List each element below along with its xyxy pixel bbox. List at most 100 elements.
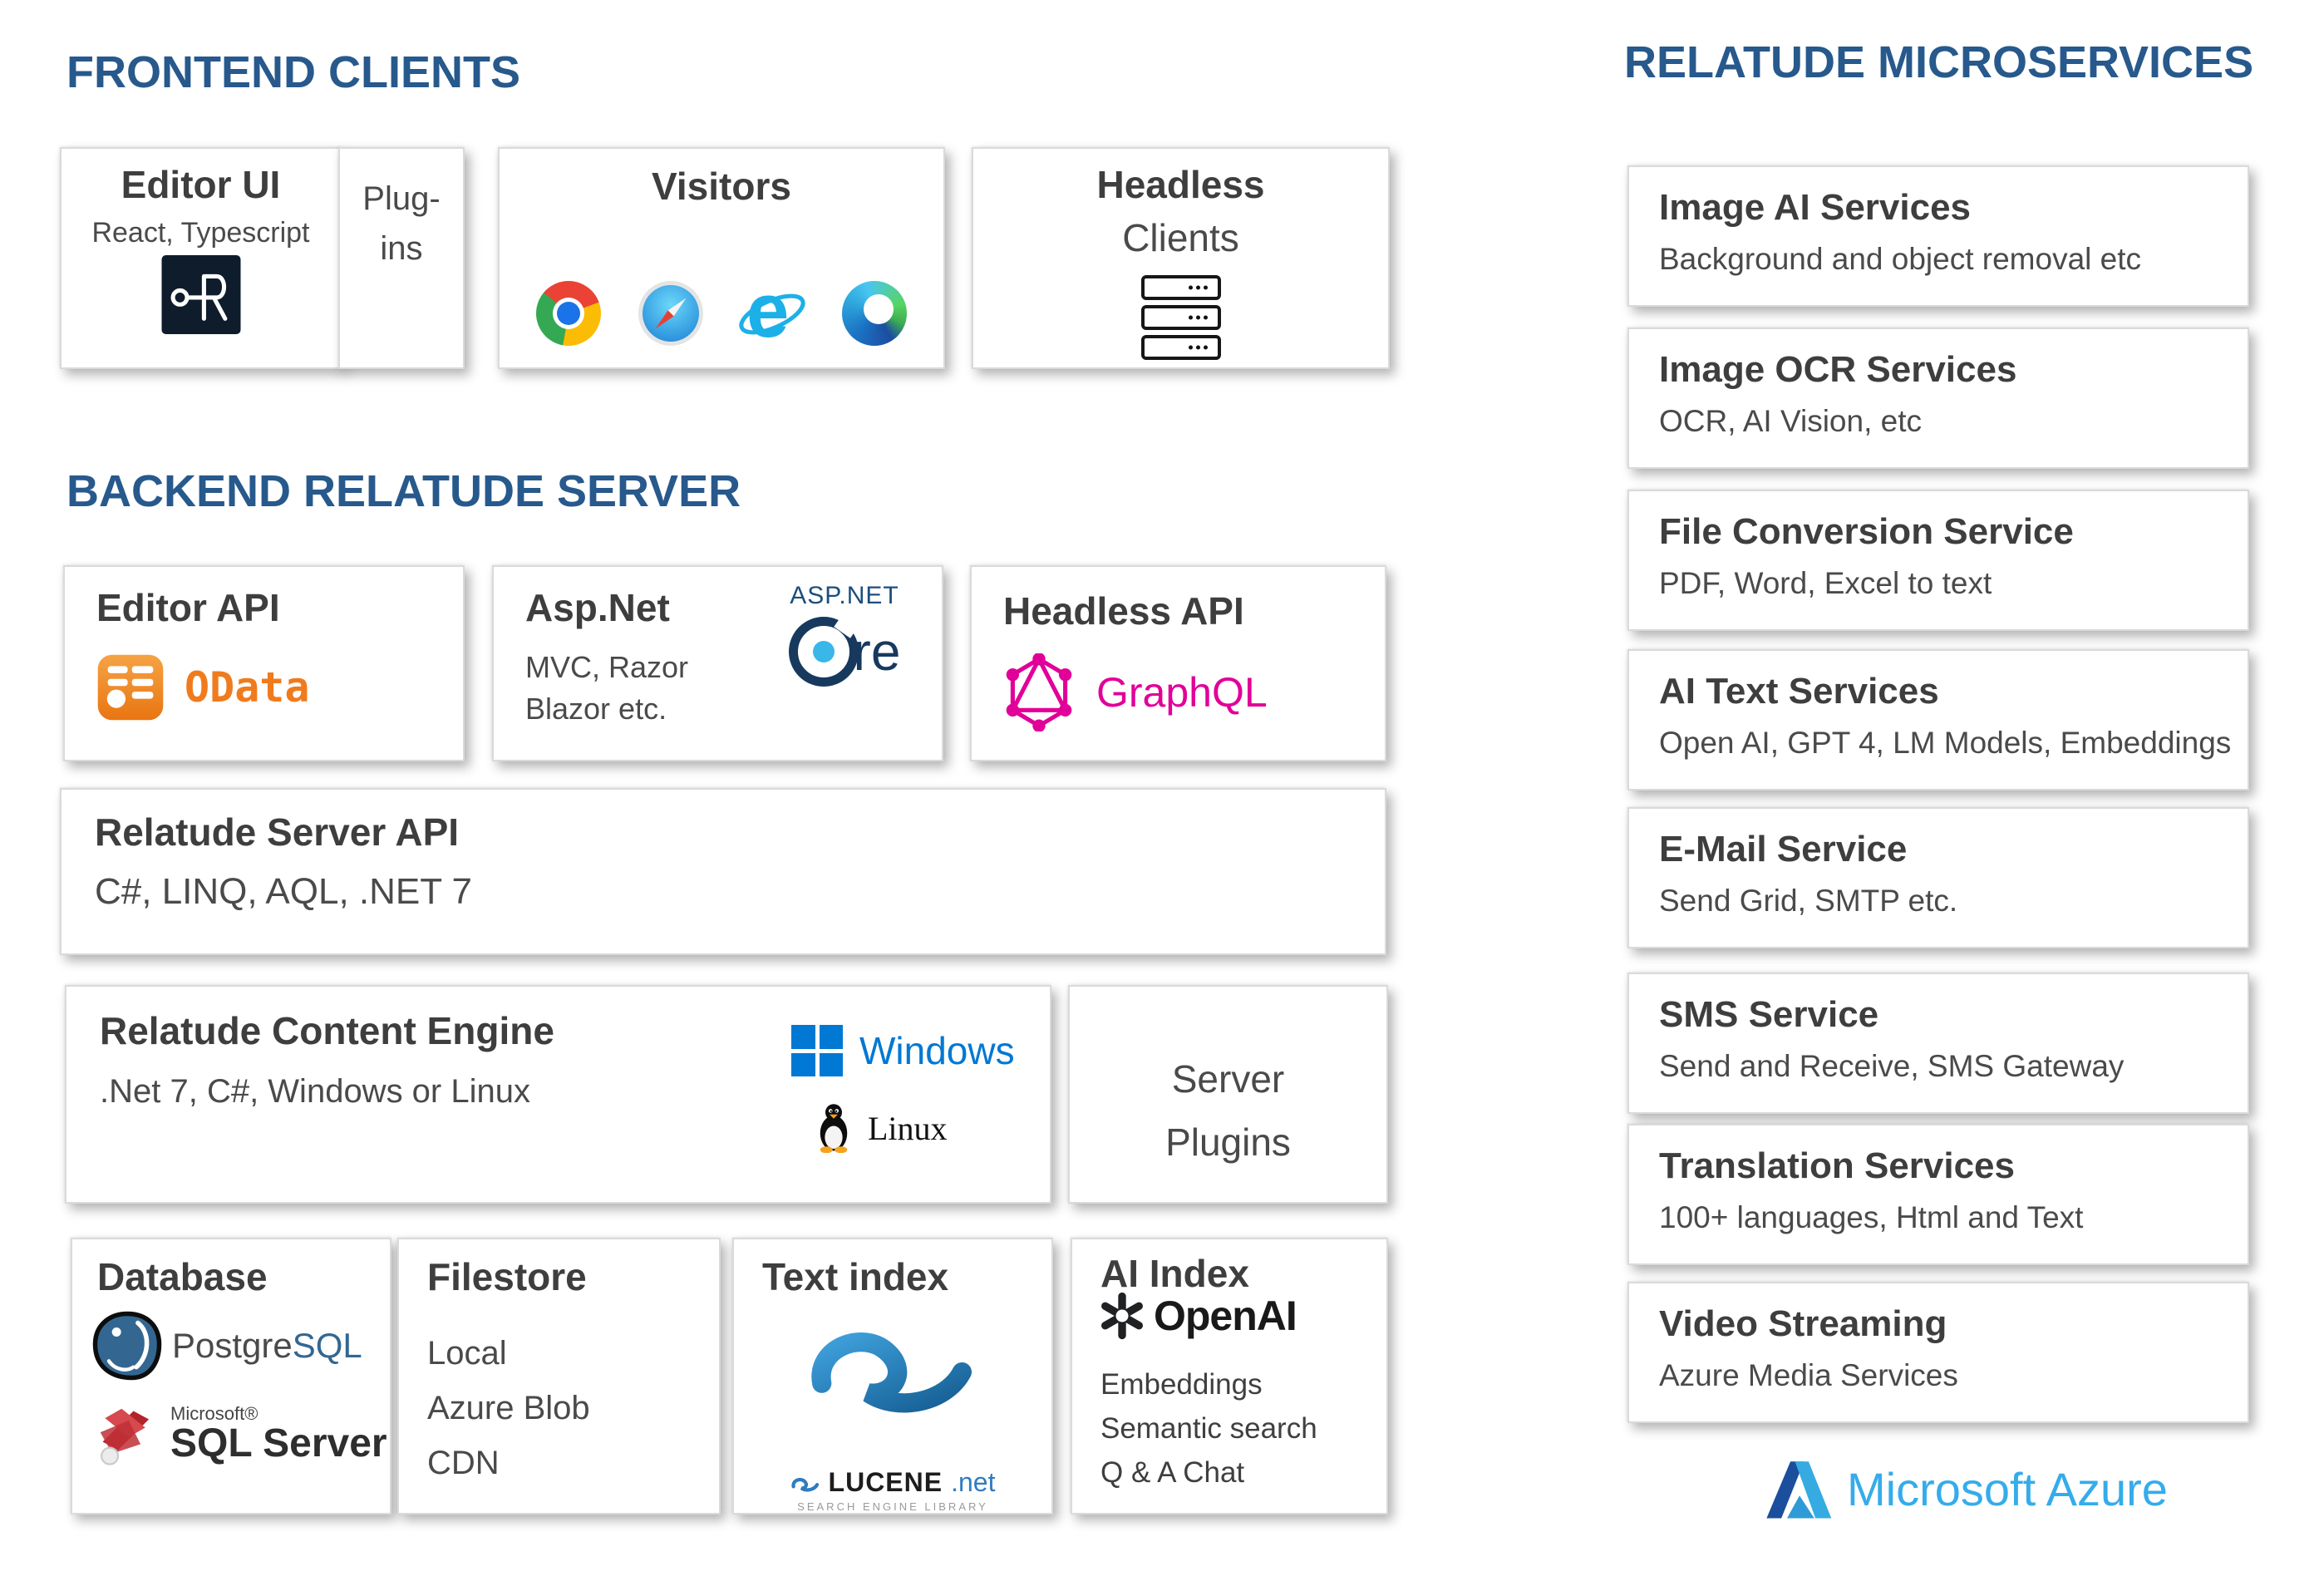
postgres-label-prefix: Postgre [172, 1326, 293, 1365]
ai-index-features: Embeddings Semantic search Q & A Chat [1100, 1362, 1317, 1495]
server-plugins-line2: Plugins [1165, 1120, 1291, 1164]
core-c-icon [788, 617, 859, 687]
visitors-box: Visitors [498, 147, 945, 369]
plugins-box: Plug- ins [338, 147, 465, 369]
server-api-subtitle: C#, LINQ, AQL, .NET 7 [95, 871, 473, 912]
graphql-label: GraphQL [1096, 669, 1268, 716]
editor-ui-title: Editor UI [121, 163, 281, 206]
edge-icon [841, 281, 907, 346]
lucene-tagline: SEARCH ENGINE LIBRARY [797, 1500, 988, 1513]
plugins-label: Plug- ins [340, 174, 463, 273]
windows-icon [791, 1025, 843, 1076]
headless-api-box: Headless API GraphQL [970, 565, 1386, 761]
microservice-title: E-Mail Service [1659, 829, 1908, 869]
text-index-title: Text index [762, 1255, 949, 1298]
safari-icon [638, 281, 703, 346]
windows-logo: Windows [791, 1025, 1015, 1076]
microservice-subtitle: OCR, AI Vision, etc [1659, 404, 1922, 438]
editor-ui-box: Editor UI React, Typescript [60, 147, 342, 369]
lucene-net-suffix: .net [951, 1467, 996, 1497]
internet-explorer-icon [739, 268, 805, 355]
headless-clients-title-bold: Headless [1096, 163, 1265, 206]
chrome-icon [536, 281, 602, 346]
aspnet-title: Asp.Net [525, 586, 670, 629]
openai-icon [1101, 1292, 1143, 1340]
microservice-subtitle: Background and object removal etc [1659, 242, 2142, 276]
microservice-title: File Conversion Service [1659, 511, 2074, 552]
tux-icon [820, 1104, 848, 1153]
microservice-subtitle: 100+ languages, Html and Text [1659, 1200, 2084, 1234]
filestore-option-cdn: CDN [427, 1445, 500, 1481]
odata-logo: OData [96, 653, 310, 722]
visitors-title: Visitors [652, 165, 791, 208]
postgresql-icon [92, 1311, 162, 1381]
content-engine-subtitle: .Net 7, C#, Windows or Linux [100, 1073, 530, 1110]
ai-index-feature-semantic-search: Semantic search [1100, 1412, 1317, 1446]
lucene-net-logo: LUCENE .net [734, 1467, 1051, 1498]
core-re-text: re [853, 622, 901, 682]
microservice-subtitle: PDF, Word, Excel to text [1659, 566, 1992, 600]
relatude-icon [161, 255, 240, 334]
ai-index-feature-embeddings: Embeddings [1100, 1368, 1263, 1401]
aspnet-box: Asp.Net MVC, Razor Blazor etc. ASP.NET r… [492, 565, 943, 761]
editor-api-title: Editor API [96, 586, 280, 629]
filestore-box: Filestore Local Azure Blob CDN [397, 1238, 721, 1515]
ai-index-title: AI Index [1100, 1252, 1249, 1295]
linux-logo: Linux [815, 1103, 948, 1153]
content-engine-title: Relatude Content Engine [100, 1009, 554, 1052]
openai-logo: OpenAI [1097, 1291, 1297, 1341]
server-plugins-label: Server Plugins [1070, 1048, 1386, 1175]
odata-icon [97, 654, 164, 721]
microservice-title: Video Streaming [1659, 1303, 1947, 1344]
microsoft-brand-label: Microsoft® [170, 1403, 258, 1425]
microservice-subtitle: Send Grid, SMTP etc. [1659, 884, 1958, 918]
lucene-net-icon [790, 1477, 819, 1492]
sqlserver-logo: Microsoft® SQL Server [96, 1404, 387, 1465]
filestore-options: Local Azure Blob CDN [427, 1326, 590, 1490]
content-engine-box: Relatude Content Engine .Net 7, C#, Wind… [65, 985, 1051, 1204]
graphql-logo: GraphQL [1003, 653, 1268, 731]
odata-label: OData [185, 663, 310, 712]
headless-api-title: Headless API [1003, 589, 1244, 633]
editor-api-box: Editor API OData [63, 565, 465, 761]
lucene-name: LUCENE [828, 1467, 943, 1497]
filestore-title: Filestore [427, 1255, 587, 1298]
microservice-image-ai: Image AI Services Background and object … [1627, 165, 2249, 307]
backend-section-title: BACKEND RELATUDE SERVER [66, 466, 741, 516]
microservice-subtitle: Send and Receive, SMS Gateway [1659, 1049, 2125, 1083]
server-plugins-box: Server Plugins [1068, 985, 1388, 1204]
microservice-title: Image AI Services [1659, 187, 1972, 228]
microservice-subtitle: Open AI, GPT 4, LM Models, Embeddings [1659, 726, 2232, 760]
plugins-line1: Plug- [362, 180, 441, 217]
microservice-title: SMS Service [1659, 994, 1879, 1035]
relatude-server-api-box: Relatude Server API C#, LINQ, AQL, .NET … [60, 788, 1386, 955]
microservices-section-title: RELATUDE MICROSERVICES [1624, 37, 2254, 87]
azure-label: Microsoft Azure [1847, 1462, 2168, 1515]
graphql-icon [1006, 653, 1072, 731]
microsoft-azure-logo: Microsoft Azure [1765, 1455, 2168, 1523]
lucene-swirl-icon [811, 1332, 972, 1413]
microservice-sms: SMS Service Send and Receive, SMS Gatewa… [1627, 973, 2249, 1114]
server-stack-icon [1140, 275, 1221, 365]
ai-index-feature-qa-chat: Q & A Chat [1100, 1456, 1245, 1490]
microservice-title: AI Text Services [1659, 671, 1939, 712]
postgresql-logo: PostgreSQL [91, 1309, 362, 1382]
microservice-video-streaming: Video Streaming Azure Media Services [1627, 1282, 2249, 1423]
microservice-email: E-Mail Service Send Grid, SMTP etc. [1627, 807, 2249, 948]
filestore-option-local: Local [427, 1335, 507, 1372]
text-index-box: Text index LUCENE .net SEARCH ENGINE LIBR… [732, 1238, 1053, 1515]
aspnet-core-wordmark: ASP.NET [790, 582, 899, 609]
microservice-ai-text: AI Text Services Open AI, GPT 4, LM Mode… [1627, 649, 2249, 790]
postgres-label-suffix: SQL [292, 1326, 362, 1365]
aspnet-line1: MVC, Razor [525, 650, 689, 684]
sqlserver-label: SQL Server [170, 1421, 387, 1466]
server-plugins-line1: Server [1171, 1057, 1285, 1101]
server-api-title: Relatude Server API [95, 810, 460, 854]
azure-icon [1766, 1461, 1832, 1519]
database-title: Database [97, 1255, 268, 1298]
microservice-title: Translation Services [1659, 1145, 2015, 1186]
sqlserver-icon [100, 1408, 150, 1465]
windows-label: Windows [859, 1029, 1015, 1072]
filestore-option-azure-blob: Azure Blob [427, 1390, 590, 1426]
linux-label: Linux [868, 1109, 948, 1147]
